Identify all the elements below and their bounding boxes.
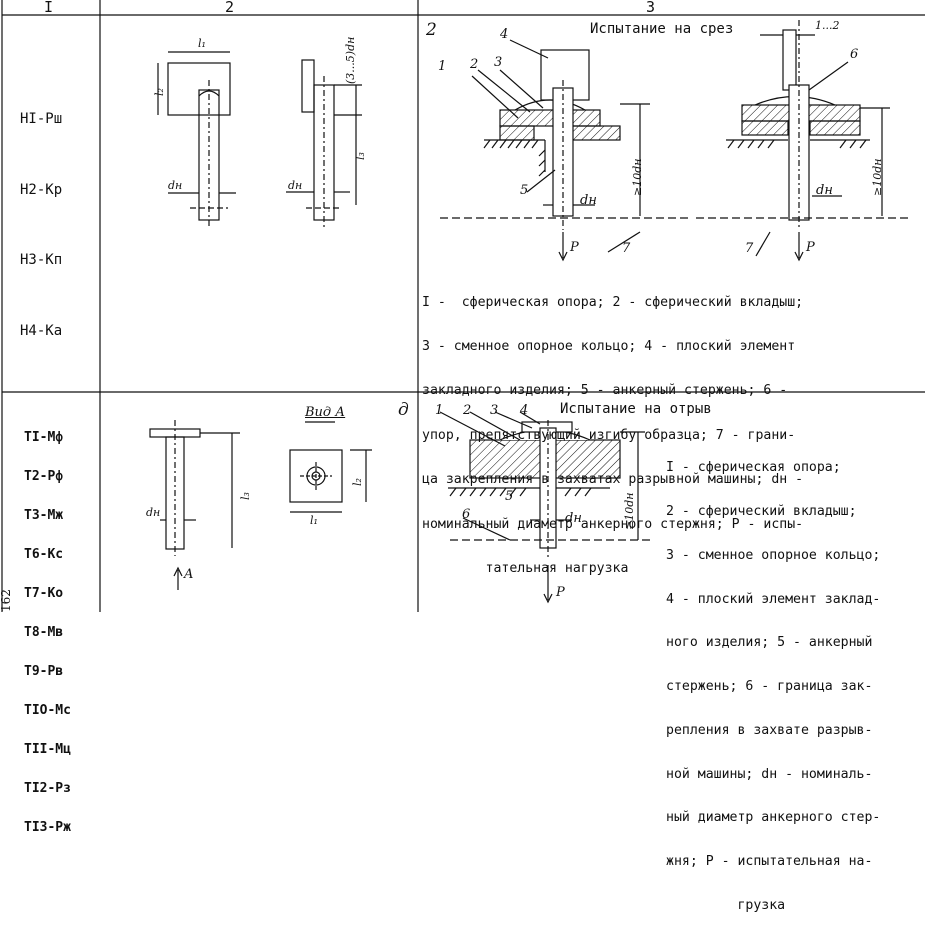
caption-line: репления в захвате разрыв- — [666, 722, 873, 738]
row2-code: TI-Мф — [24, 430, 64, 445]
row2-code: T3-Мж — [24, 508, 64, 523]
caption-line: 2 - сферический вкладыш; — [666, 503, 857, 519]
dim-l1: l₁ — [198, 37, 206, 50]
shear-caption: I - сферическая опора; 2 - сферический в… — [422, 266, 803, 592]
dim-gap: (3...5)dн — [344, 36, 357, 84]
part-label-2: 2 — [470, 57, 479, 72]
caption-line: номинальный диаметр анкерного стержня; P… — [422, 516, 804, 532]
header-col2: 2 — [225, 0, 235, 16]
caption-line: упор, препятствующий изгибу образца; 7 -… — [422, 427, 796, 443]
dim-l2-row2: l₂ — [351, 478, 364, 486]
caption-line: 3 - сменное опорное кольцо; — [666, 547, 881, 563]
anchor-drawing-2 — [286, 59, 362, 228]
caption-line: I - сферическая опора; 2 - сферический в… — [422, 294, 804, 310]
load-p1: P — [570, 240, 579, 255]
pullout-label-1: 1 — [435, 403, 444, 418]
part-label-4: 4 — [500, 27, 509, 42]
part-label-5: 5 — [520, 183, 529, 198]
dim-h2: ≥10dн — [871, 158, 884, 196]
pullout-label-6: 6 — [462, 507, 471, 522]
row2-code: T2-Рф — [24, 469, 64, 484]
pullout-test-title: Испытание на отрыв — [560, 401, 712, 417]
t-anchor-drawing — [149, 420, 240, 590]
header-col1: I — [44, 0, 54, 16]
pullout-label-3: 3 — [490, 403, 499, 418]
caption-line: тательная нагрузка — [422, 560, 629, 576]
row2-code: TII-Мц — [24, 742, 71, 757]
dim-gap2: 1...2 — [815, 19, 840, 32]
caption-line: жня; P - испытательная на- — [666, 854, 873, 870]
caption-line: 4 - плоский элемент заклад- — [666, 591, 881, 607]
caption-line: 3 - сменное опорное кольцо; 4 - плоский … — [422, 338, 796, 354]
row1-code: H2-Кр — [20, 181, 63, 198]
view-a-arrow-label: A — [184, 567, 194, 582]
dim-l3-row2: l₃ — [239, 492, 252, 500]
part-label-7b: 7 — [745, 241, 754, 256]
row2-code: TI3-Рж — [24, 820, 71, 835]
row2-code: T7-Ко — [24, 586, 64, 601]
dim-dn-c: dн — [580, 193, 597, 208]
dim-l2: l₂ — [153, 88, 166, 96]
table-grid — [1, 0, 925, 612]
row1-code: H3-Кп — [20, 252, 63, 268]
part-label-7a: 7 — [622, 241, 631, 256]
caption-line: I - сферическая опора; — [666, 460, 841, 476]
pullout-label-4: 4 — [520, 403, 529, 418]
shear-test-title: Испытание на срез — [590, 21, 734, 37]
pullout-label-5: 5 — [505, 489, 514, 504]
dim-dn-row2: dн — [146, 506, 161, 519]
load-p2: P — [806, 240, 815, 255]
view-a-label: Вид А — [305, 405, 346, 420]
row2-code: T8-Мв — [24, 625, 64, 640]
shear-test-left — [440, 39, 690, 262]
caption-line: ца закрепления в захватах разрывной маши… — [422, 472, 804, 488]
part-label-1: 1 — [438, 59, 447, 74]
dim-l3: l₃ — [354, 152, 367, 160]
anchor-drawing-1 — [157, 51, 236, 228]
view-a-drawing — [289, 421, 372, 513]
page-number: 162 — [0, 589, 13, 612]
drawing-canvas — [1, 0, 925, 612]
pullout-load-p: P — [556, 585, 565, 600]
caption-line: ный диаметр анкерного стер- — [666, 810, 881, 826]
part-label-6: 6 — [850, 47, 859, 62]
caption-line: грузка — [666, 898, 786, 913]
row2-code: TI2-Рз — [24, 781, 71, 796]
dim-h1: ≥10dн — [631, 158, 644, 196]
row2-code: T6-Кс — [24, 547, 64, 562]
header-col3: 3 — [646, 0, 656, 16]
pullout-dim-dn: dн — [565, 511, 582, 526]
row2-code: T9-Рв — [24, 664, 64, 679]
row2-code: TIO-Мс — [24, 703, 71, 718]
shear-test-right — [696, 20, 910, 262]
row1-codes: HI-Рш H2-Кр H3-Кп H4-Ка — [20, 61, 62, 367]
pullout-dim-h: ≥10dн — [623, 492, 636, 530]
caption-line: ной машины; dн - номиналь- — [666, 766, 873, 782]
dim-l1-row2: l₁ — [310, 514, 318, 527]
pullout-label-2: 2 — [463, 403, 472, 418]
pullout-test — [439, 411, 650, 604]
dim-dn-b: dн — [288, 179, 303, 192]
row1-code: HI-Рш — [20, 111, 63, 127]
row2-marker: д — [398, 400, 409, 420]
dim-dn-a: dн — [168, 179, 183, 192]
caption-line: ного изделия; 5 - анкерный — [666, 635, 873, 651]
row1-code: H4-Ка — [20, 322, 63, 339]
dim-dn-d: dн — [816, 183, 833, 198]
part-label-3: 3 — [494, 55, 503, 70]
pullout-caption: I - сферическая опора; 2 - сферический в… — [666, 432, 880, 928]
caption-line: закладного изделия; 5 - анкерный стержен… — [422, 383, 788, 399]
row1-marker: 2 — [426, 20, 437, 40]
caption-line: стержень; 6 - граница зак- — [666, 679, 873, 695]
row2-codes: TI-Мф T2-Рф T3-Мж T6-Кс T7-Ко T8-Мв T9-Р… — [24, 405, 71, 847]
